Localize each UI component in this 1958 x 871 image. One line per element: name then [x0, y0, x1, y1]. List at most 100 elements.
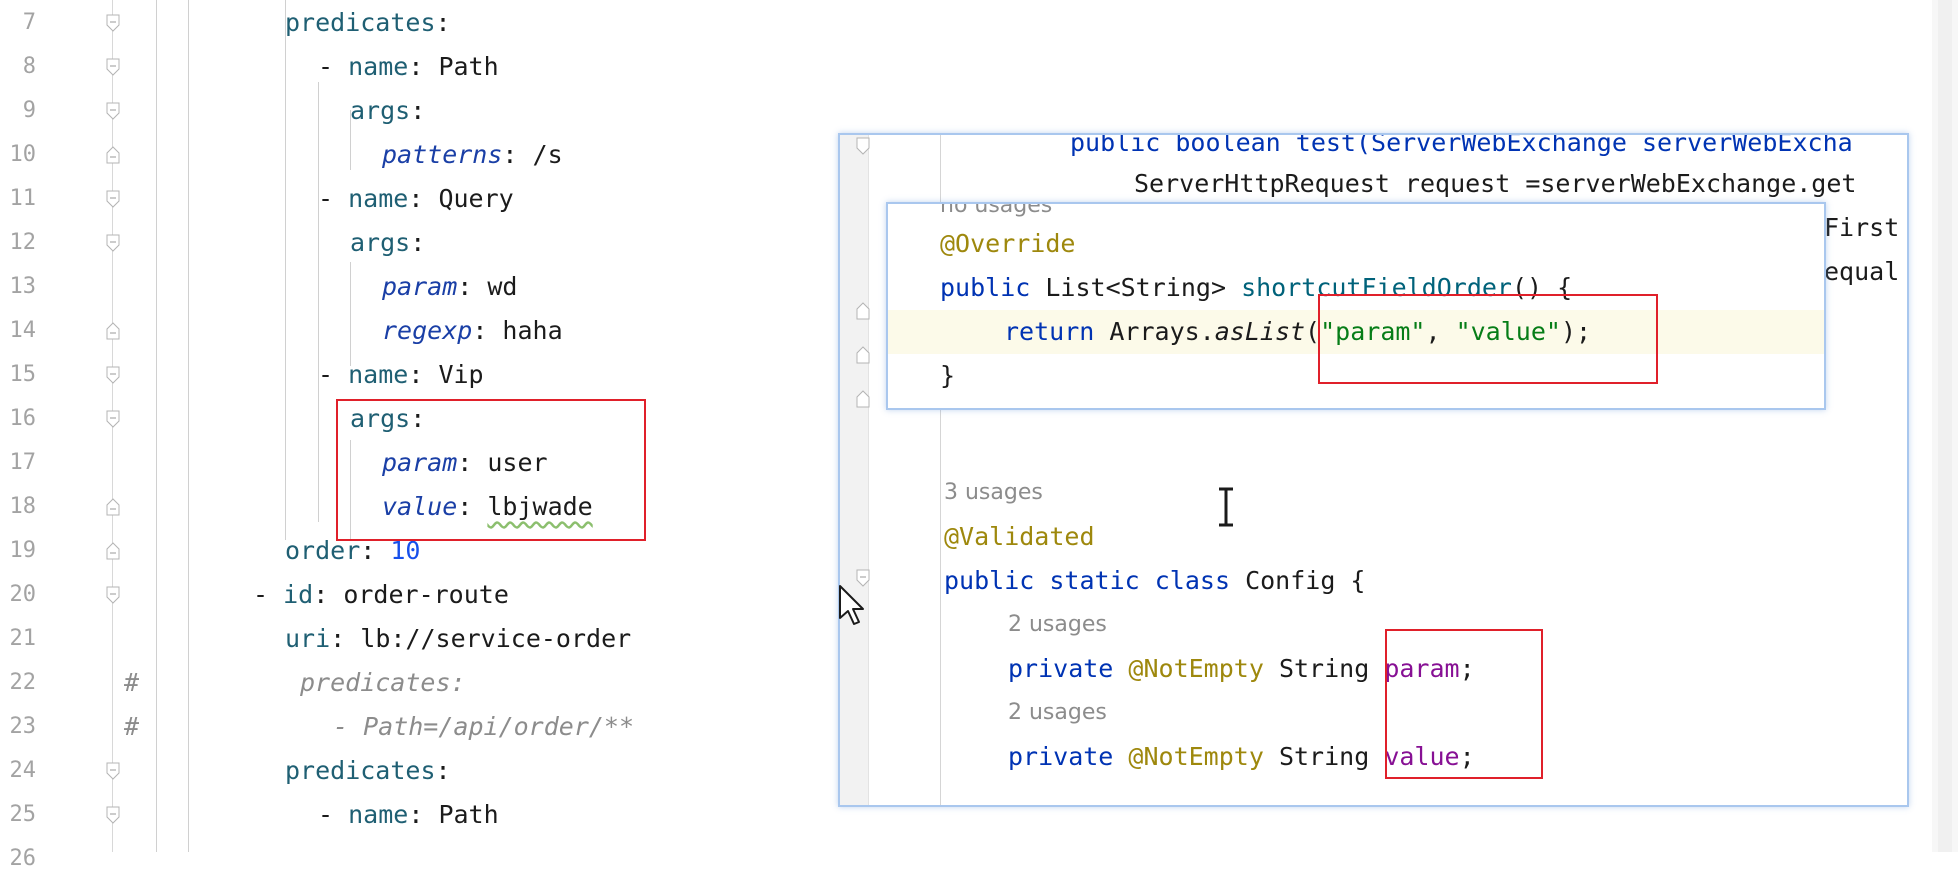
colon: : [435, 8, 451, 37]
inner-code-line: return Arrays.asList("param", "value"); [1004, 317, 1592, 346]
list-dash: - [318, 184, 349, 213]
yaml-key: name [348, 360, 409, 389]
code-line-7[interactable]: predicates: [285, 1, 451, 45]
nested-definition-popup[interactable]: no usages @Override public List<String> … [886, 202, 1826, 410]
list-dash: - [318, 52, 349, 81]
code-line-11[interactable]: - name: Query [318, 177, 514, 221]
fold-close-icon[interactable] [106, 542, 120, 560]
scrollbar-thumb[interactable] [1938, 0, 1952, 852]
fold-open-icon[interactable] [106, 58, 120, 76]
yaml-value: /s [532, 140, 563, 169]
fold-open-icon[interactable] [106, 366, 120, 384]
code-line-14[interactable]: regexp: haha [382, 309, 563, 353]
colon: : [410, 96, 426, 125]
colon: : [410, 404, 426, 433]
code-line-21[interactable]: uri: lb://service-order [285, 617, 631, 661]
yaml-key: value [382, 492, 458, 521]
usages-hint[interactable]: no usages [940, 202, 1053, 218]
code-line-23[interactable]: # [124, 705, 139, 749]
yaml-key: args [350, 228, 411, 257]
code-line-17[interactable]: param: user [382, 441, 548, 485]
code-line-10[interactable]: patterns: /s [382, 133, 563, 177]
code-line-20[interactable]: - id: order-route [253, 573, 509, 617]
usages-hint[interactable]: 2 usages [1008, 700, 1107, 725]
colon: : [502, 140, 533, 169]
mouse-pointer-icon [838, 584, 866, 630]
current-line-highlight [888, 310, 1824, 354]
fold-close-icon[interactable] [856, 302, 870, 320]
fold-open-icon[interactable] [106, 14, 120, 32]
inner-code-line: } [940, 361, 956, 390]
line-number: 13 [9, 274, 37, 299]
fold-open-icon[interactable] [106, 806, 120, 824]
inner-code-line: @Override [940, 222, 1075, 266]
code-line-18[interactable]: value: lbjwade [382, 485, 593, 529]
line-number: 22 [9, 670, 37, 695]
code-line-8[interactable]: - name: Path [318, 45, 499, 89]
line-number: 20 [9, 582, 37, 607]
comment-text: predicates: [300, 668, 466, 697]
colon: : [408, 360, 439, 389]
yaml-value: order-route [343, 580, 509, 609]
indent-guide [318, 82, 319, 522]
editor-scrollbar[interactable] [1932, 0, 1958, 852]
line-number: 11 [9, 186, 37, 211]
yaml-key: predicates [285, 8, 436, 37]
fold-open-icon[interactable] [106, 762, 120, 780]
line-number: 16 [9, 406, 37, 431]
fold-open-icon[interactable] [856, 569, 870, 587]
fold-close-icon[interactable] [856, 137, 870, 155]
indent-guide [156, 0, 157, 852]
code-line-13[interactable]: param: wd [382, 265, 517, 309]
code-line-25[interactable]: - name: Path [318, 793, 499, 837]
yaml-value: user [487, 448, 548, 477]
code-line-12[interactable]: args: [350, 221, 425, 265]
colon: : [313, 580, 344, 609]
line-number: 12 [9, 230, 37, 255]
colon: : [435, 756, 451, 785]
yaml-key: id [283, 580, 314, 609]
line-number: 24 [9, 758, 37, 783]
fold-close-icon[interactable] [856, 390, 870, 408]
list-dash: - [253, 580, 284, 609]
popup-code-line: public static class Config { [944, 566, 1366, 595]
yaml-key: param [382, 448, 458, 477]
fold-open-icon[interactable] [106, 586, 120, 604]
colon: : [408, 184, 439, 213]
fold-open-icon[interactable] [106, 234, 120, 252]
usages-hint[interactable]: 3 usages [944, 480, 1043, 505]
fold-open-icon[interactable] [106, 190, 120, 208]
line-number: 10 [9, 142, 37, 167]
code-line-15[interactable]: - name: Vip [318, 353, 484, 397]
usages-hint[interactable]: 2 usages [1008, 612, 1107, 637]
line-number: 7 [22, 10, 36, 35]
colon: : [408, 800, 439, 829]
yaml-key: name [348, 184, 409, 213]
fold-close-icon[interactable] [106, 498, 120, 516]
yaml-key: args [350, 404, 411, 433]
fold-close-icon[interactable] [856, 346, 870, 364]
colon: : [457, 448, 488, 477]
popup-code-line: @Validated [944, 515, 1095, 559]
fold-close-icon[interactable] [106, 146, 120, 164]
code-line-16[interactable]: args: [350, 397, 425, 441]
code-line-9[interactable]: args: [350, 89, 425, 133]
colon: : [408, 52, 439, 81]
fold-open-icon[interactable] [106, 410, 120, 428]
yaml-value: wd [487, 272, 518, 301]
fold-open-icon[interactable] [106, 102, 120, 120]
fold-close-icon[interactable] [106, 322, 120, 340]
code-line-24[interactable]: predicates: [285, 749, 451, 793]
annotation: @Override [940, 229, 1076, 258]
colon: : [330, 624, 361, 653]
yaml-key: args [350, 96, 411, 125]
code-line-22[interactable]: # [124, 661, 139, 705]
yaml-value: lbjwade [487, 492, 593, 521]
yaml-key: predicates [285, 756, 436, 785]
indent-guide [940, 135, 941, 805]
indent-guide [285, 0, 286, 540]
text-cursor-icon [1215, 487, 1237, 531]
comment-text: - Path=/api/order/** [333, 712, 635, 741]
list-dash: - [318, 800, 349, 829]
